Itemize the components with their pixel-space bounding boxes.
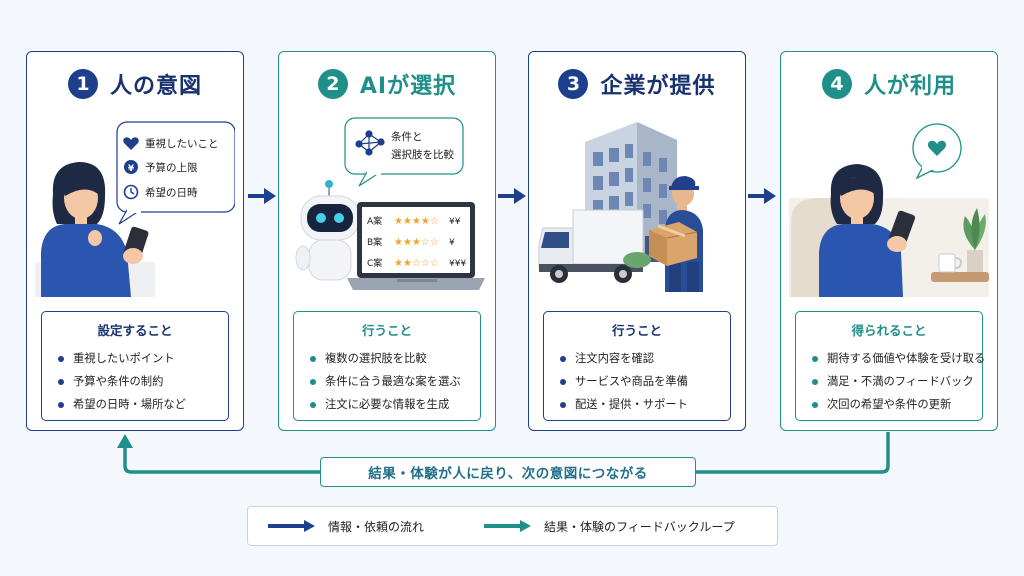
- flow-arrow-3-4: [748, 188, 776, 204]
- option-b-price: ¥: [449, 238, 455, 248]
- rating-stars-icon: ★★★☆☆: [394, 237, 439, 248]
- step-box-2: 行うこと 複数の選択肢を比較 条件に合う最適な案を選ぶ 注文に必要な情報を生成: [293, 311, 481, 421]
- option-a-label: A案: [367, 215, 382, 227]
- box-title-1: 設定すること: [97, 323, 173, 338]
- step-box-1: 設定すること 重視したいポイント 予算や条件の制約 希望の日時・場所など: [41, 311, 229, 421]
- list-item: 満足・不満のフィードバック: [812, 370, 982, 393]
- company-delivery-illustration: [538, 122, 703, 292]
- step-number-2: 2: [317, 69, 348, 99]
- heart-icon: [123, 137, 139, 150]
- option-c-price: ¥¥¥: [449, 259, 466, 269]
- laptop-icon: [347, 202, 485, 290]
- robot-icon: [295, 180, 360, 281]
- legend-item-flow: 情報・依頼の流れ: [268, 518, 424, 535]
- list-item: 次回の希望や条件の更新: [812, 393, 982, 416]
- step-box-4: 得られること 期待する価値や体験を受け取る 満足・不満のフィードバック 次回の希…: [795, 311, 985, 421]
- list-item: 期待する価値や体験を受け取る: [812, 347, 985, 370]
- bullet-icon: [560, 401, 566, 408]
- step-number-4: 4: [821, 69, 852, 99]
- rating-stars-icon: ★★★★☆: [394, 216, 439, 227]
- list-item: 予算や条件の制約: [58, 370, 228, 393]
- coffee-cup-icon: [938, 253, 963, 273]
- bullet-icon: [310, 355, 316, 362]
- truck-icon: [538, 209, 644, 283]
- flow-arrow-2-3: [498, 188, 526, 204]
- list-item: 配送・提供・サポート: [560, 393, 730, 416]
- list-item: サービスや商品を準備: [560, 370, 730, 393]
- step-title-2: AIが選択: [359, 74, 457, 99]
- package-box-icon: [649, 222, 698, 266]
- bubble-line-1: 条件と: [391, 130, 423, 143]
- bullet-icon: [560, 378, 566, 385]
- person-with-phone-illustration: ¥ 重視したいこと 予算の上限 希望の日時: [35, 121, 235, 297]
- list-item: 複数の選択肢を比較: [310, 347, 480, 370]
- option-c-label: C案: [367, 257, 382, 269]
- step-number-3: 3: [558, 69, 589, 99]
- bullet-icon: [812, 378, 818, 385]
- legend-flow-label: 情報・依頼の流れ: [328, 519, 425, 534]
- step-card-3: 3 企業が提供: [528, 51, 746, 431]
- bubble-line-2: 予算の上限: [145, 161, 198, 174]
- bubble-line-3: 希望の日時: [145, 186, 198, 199]
- bubble-line-2: 選択肢を比較: [391, 148, 454, 161]
- bubble-line-1: 重視したいこと: [145, 137, 219, 150]
- heart-icon: [927, 140, 947, 156]
- step-card-4: 4 人が利用 得られ: [780, 51, 998, 431]
- intent-bubble: [116, 121, 235, 213]
- network-icon: [355, 130, 385, 156]
- person-using-service-illustration: [789, 123, 989, 297]
- svg-text:¥: ¥: [128, 164, 135, 174]
- bullet-icon: [58, 401, 64, 408]
- plant-icon: [963, 208, 986, 272]
- step-card-2: 2 AIが選択 条件と 選択肢を比較 A: [278, 51, 496, 431]
- bullet-icon: [812, 355, 818, 362]
- list-item: 注文内容を確認: [560, 347, 730, 370]
- list-item: 注文に必要な情報を生成: [310, 393, 480, 416]
- step-title-4: 人が利用: [863, 74, 956, 99]
- ai-robot-laptop-illustration: 条件と 選択肢を比較 A案 ★★★★☆ ¥¥ B案 ★★★☆☆ ¥ C案: [295, 117, 485, 290]
- list-item: 重視したいポイント: [58, 347, 228, 370]
- bullet-icon: [560, 355, 566, 362]
- step-title-1: 人の意図: [109, 74, 202, 99]
- flow-arrow-1-2: [248, 188, 276, 204]
- option-a-price: ¥¥: [449, 217, 461, 227]
- option-b-label: B案: [367, 236, 382, 248]
- bullet-icon: [58, 355, 64, 362]
- heart-bubble: [912, 123, 962, 180]
- feedback-loop-label: 結果・体験が人に戻り、次の意図につながる: [320, 457, 696, 487]
- rating-stars-icon: ★★☆☆☆: [394, 258, 439, 269]
- navy-arrow-icon: [268, 520, 315, 532]
- bullet-icon: [812, 401, 818, 408]
- step-title-3: 企業が提供: [600, 74, 716, 99]
- bullet-icon: [58, 378, 64, 385]
- step-number-1: 1: [67, 69, 98, 99]
- bullet-icon: [310, 401, 316, 408]
- teal-arrow-icon: [484, 520, 532, 532]
- clock-icon: [123, 184, 139, 200]
- legend-feedback-label: 結果・体験のフィードバックループ: [544, 519, 735, 534]
- compare-bubble: [344, 117, 464, 175]
- legend: 情報・依頼の流れ 結果・体験のフィードバックループ: [247, 506, 778, 546]
- box-title-2: 行うこと: [361, 323, 412, 338]
- step-card-1: 1 人の意図 ¥ 重視したいこと 予算の上限 希望の日時 設定すること 重視した…: [26, 51, 244, 431]
- yen-icon: [124, 160, 138, 174]
- box-title-3: 行うこと: [611, 323, 662, 338]
- list-item: 条件に合う最適な案を選ぶ: [310, 370, 480, 393]
- list-item: 希望の日時・場所など: [58, 393, 228, 416]
- step-box-3: 行うこと 注文内容を確認 サービスや商品を準備 配送・提供・サポート: [543, 311, 731, 421]
- legend-item-feedback: 結果・体験のフィードバックループ: [484, 518, 735, 535]
- bullet-icon: [310, 378, 316, 385]
- box-title-4: 得られること: [851, 323, 927, 338]
